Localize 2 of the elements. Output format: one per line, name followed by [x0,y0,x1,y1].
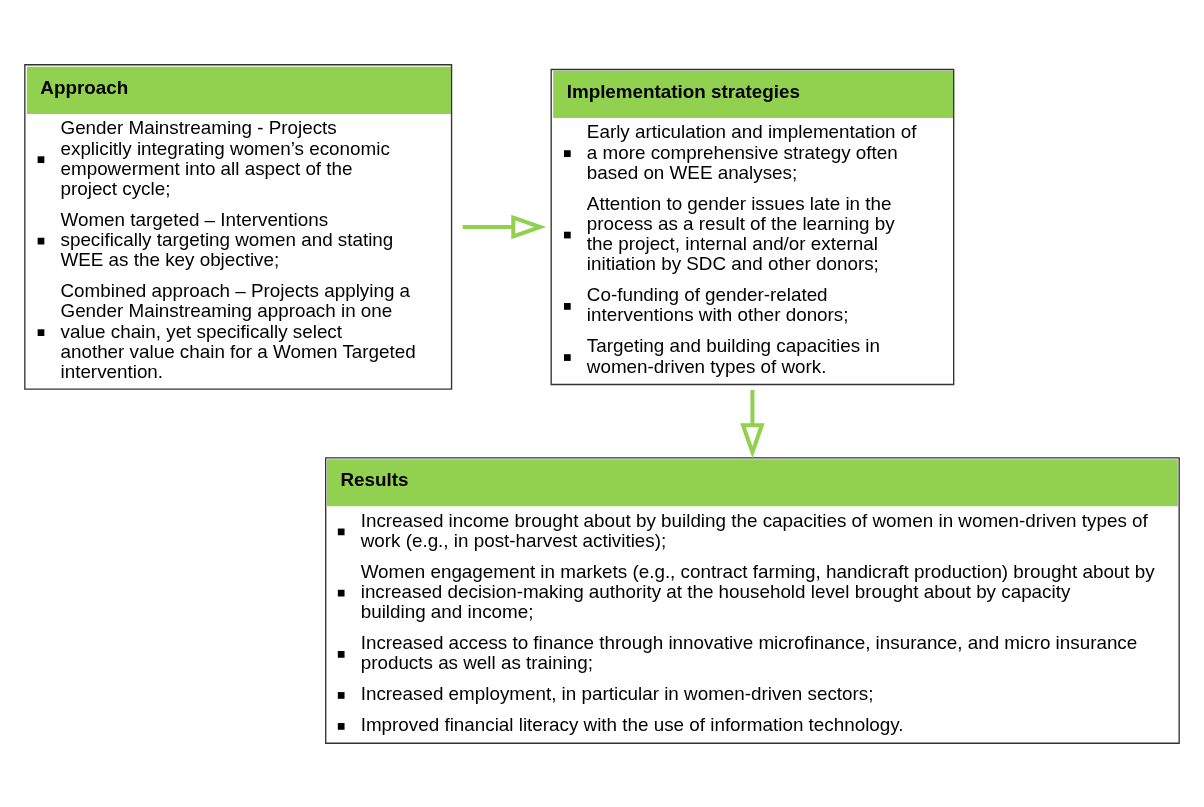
arrow [740,389,765,458]
arrow [462,214,547,239]
